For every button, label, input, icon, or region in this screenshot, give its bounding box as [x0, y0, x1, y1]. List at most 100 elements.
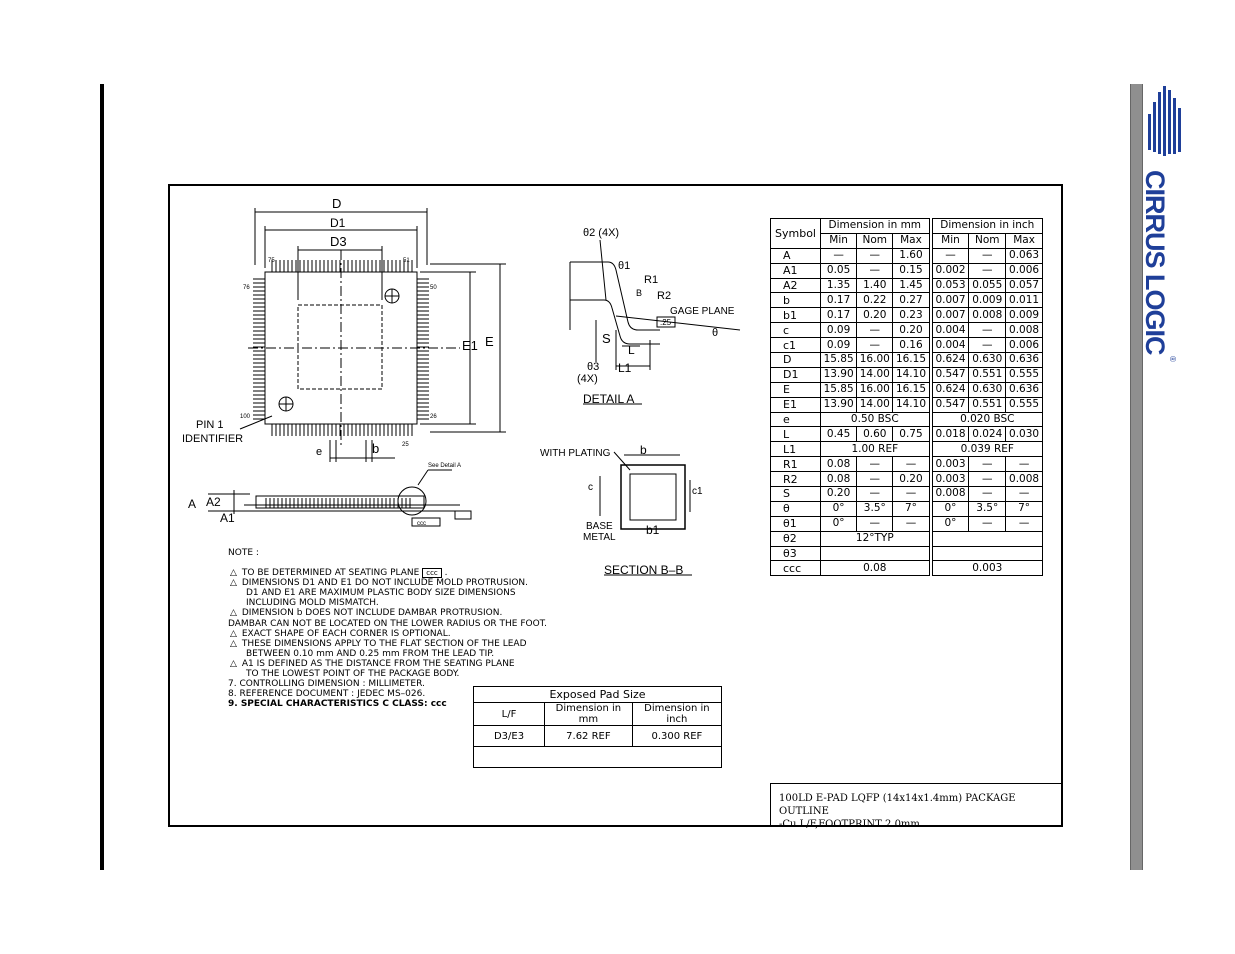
pad-table-blank — [473, 746, 722, 768]
pad-table-title: Exposed Pad Size — [473, 686, 722, 703]
detail-a-gage: GAGE PLANE — [670, 306, 735, 317]
pin-51: 51 — [403, 258, 410, 264]
dim-value: 0.20 — [892, 471, 930, 488]
dim-value: 0.008 — [1005, 322, 1043, 339]
label-e1: E1 — [462, 338, 478, 353]
detail-a-l: L — [628, 343, 635, 357]
detail-a-l1: L1 — [618, 361, 632, 375]
detail-a-r1: R1 — [644, 274, 658, 286]
dim-symbol: c1 — [770, 337, 821, 354]
note-triangle-icon: △ — [230, 568, 237, 579]
dim-h-inch: Dimension in inch — [931, 218, 1044, 234]
dim-value: 0.008 — [931, 486, 970, 502]
dim-symbol: L — [770, 426, 821, 443]
dim-h-nom-mm: Nom — [856, 232, 894, 249]
note-3: △ DIMENSION b DOES NOT INCLUDE DAMBAR PR… — [228, 608, 588, 618]
dim-value: — — [856, 247, 894, 264]
pin1-label-2: IDENTIFIER — [182, 433, 243, 445]
dim-value: — — [856, 486, 894, 502]
dim-value: 16.00 — [856, 352, 894, 368]
dim-value: 0.624 — [931, 381, 970, 398]
dim-value: 0.030 — [1005, 426, 1043, 443]
dim-value: 0.003 — [931, 560, 1044, 577]
dim-value: 3.5° — [856, 500, 894, 517]
pad-lf: D3/E3 — [473, 725, 545, 747]
dim-value: 1.00 REF — [820, 441, 930, 458]
dim-row: A——1.60——0.063 — [770, 247, 1043, 264]
page-right-bar — [1130, 84, 1143, 870]
dim-symbol: c — [770, 322, 821, 339]
pin-75: 75 — [268, 258, 275, 264]
dim-h-mm: Dimension in mm — [820, 218, 930, 234]
dim-value — [931, 530, 1044, 547]
dim-value: — — [856, 456, 894, 473]
dim-row: θ3 — [770, 545, 1044, 562]
note-5: △ THESE DIMENSIONS APPLY TO THE FLAT SEC… — [228, 639, 588, 649]
drawing-frame — [168, 184, 1063, 827]
dim-value: — — [968, 337, 1007, 354]
dim-value: 0.007 — [931, 292, 970, 309]
note-triangle-icon: △ — [230, 638, 237, 649]
dim-h-symbol: Symbol — [770, 218, 821, 249]
dim-symbol: E1 — [770, 396, 821, 413]
note-triangle-icon: △ — [230, 628, 237, 639]
dim-symbol: A2 — [770, 277, 821, 294]
dim-symbol: A — [770, 247, 821, 264]
dim-value: — — [856, 322, 894, 339]
ccc-box: ccc — [417, 521, 426, 527]
section-b1: b1 — [646, 523, 660, 537]
dim-value: 0.063 — [1005, 247, 1043, 264]
page-left-rule — [100, 84, 104, 870]
note-2b: D1 AND E1 ARE MAXIMUM PLASTIC BODY SIZE … — [246, 588, 516, 599]
section-base: BASE — [586, 521, 613, 532]
dim-value: 0.08 — [819, 456, 858, 473]
dim-value — [931, 545, 1044, 562]
dim-symbol: θ2 — [770, 530, 821, 547]
seating-plane-box: ccc — [422, 568, 442, 579]
section-metal: METAL — [583, 532, 616, 543]
dim-value: 1.40 — [856, 277, 894, 294]
dim-value: 0.630 — [968, 352, 1007, 368]
dim-value: 0.547 — [931, 366, 970, 383]
dim-value: 0.09 — [819, 337, 858, 354]
dim-value: 3.5° — [968, 500, 1007, 517]
dim-value: 0.23 — [892, 307, 930, 324]
dim-h-max-mm: Max — [892, 232, 930, 249]
dim-value: — — [892, 486, 930, 502]
dim-value: 0.057 — [1005, 277, 1043, 294]
dim-h-max-in: Max — [1005, 232, 1043, 249]
dim-value: 0.055 — [968, 277, 1007, 294]
dim-value: — — [968, 471, 1007, 488]
dim-value: 0° — [819, 500, 858, 517]
dim-value: 0.20 — [856, 307, 894, 324]
pad-h-inch: Dimension in inch — [631, 702, 723, 726]
dim-value: 0.05 — [819, 262, 858, 279]
dim-value: 0.006 — [1005, 262, 1043, 279]
dim-symbol: θ — [770, 500, 821, 517]
dim-symbol: D — [770, 352, 821, 368]
label-a1: A1 — [220, 511, 235, 525]
dim-symbol: θ1 — [770, 515, 821, 532]
dim-value: 0.555 — [1005, 396, 1043, 413]
title-line-1: 100LD E-PAD LQFP (14x14x1.4mm) PACKAGE O… — [779, 793, 1016, 817]
detail-a-r2: R2 — [657, 290, 671, 302]
pin-100: 100 — [240, 414, 251, 420]
dim-value: 16.15 — [892, 381, 930, 398]
dim-value: 14.00 — [856, 396, 894, 413]
note-4: △ EXACT SHAPE OF EACH CORNER IS OPTIONAL… — [228, 629, 588, 639]
dim-value: 13.90 — [819, 366, 858, 383]
note-triangle-icon: △ — [230, 578, 237, 589]
note-triangle-icon: △ — [230, 658, 237, 669]
dim-value: 15.85 — [819, 352, 858, 368]
cirrus-logic-logo: CIRRUS LOGIC ® — [1142, 86, 1181, 362]
dim-value: 0.002 — [931, 262, 970, 279]
note-6: △ A1 IS DEFINED AS THE DISTANCE FROM THE… — [228, 659, 588, 669]
